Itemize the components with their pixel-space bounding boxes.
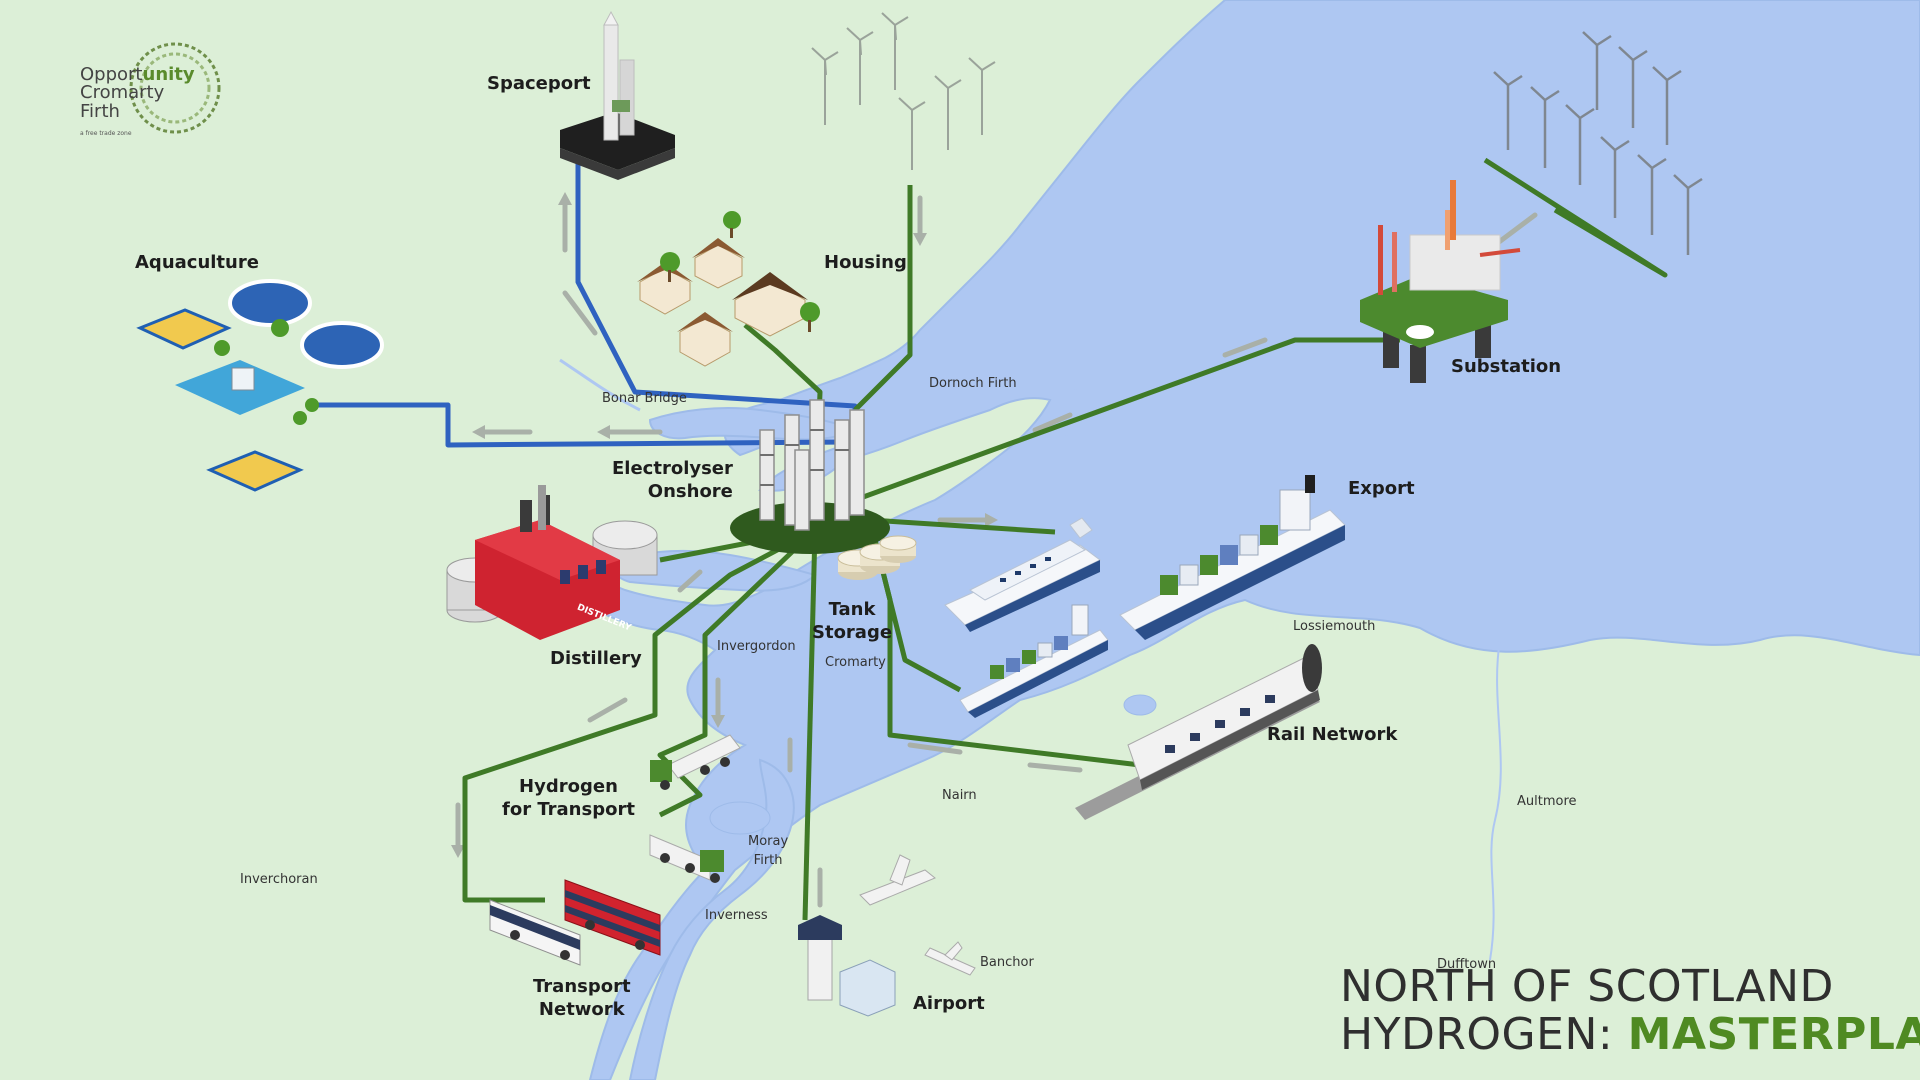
label-airport: Airport (913, 993, 985, 1014)
label-tank-storage: Tank Storage (812, 599, 893, 644)
logo-emblem (129, 42, 221, 134)
spaceport-icon (560, 10, 675, 180)
label-electrolyser: Electrolyser Onshore (612, 458, 733, 503)
page-title: NORTH OF SCOTLAND HYDROGEN: MASTERPLAN (1340, 961, 1920, 1061)
airport-icon (798, 854, 976, 1017)
dornoch-firth-inlet (648, 407, 858, 441)
label-export: Export (1348, 478, 1415, 499)
place-nairn: Nairn (942, 788, 977, 803)
place-dufftown: Dufftown (1437, 957, 1497, 972)
wind-turbines-onshore (811, 12, 996, 170)
loch (1123, 694, 1157, 716)
logo-line-2: Cromarty (80, 82, 165, 104)
label-housing: Housing (824, 252, 907, 273)
place-cromarty: Cromarty (825, 655, 886, 670)
train-icon (1075, 644, 1322, 820)
label-aquaculture: Aquaculture (135, 252, 259, 273)
place-banchor: Banchor (980, 955, 1034, 970)
cargo-ship-large-icon (1119, 475, 1346, 640)
logo-line-3: Firth (80, 100, 120, 122)
place-bonar-bridge: Bonar Bridge (602, 391, 687, 406)
place-aultmore: Aultmore (1517, 794, 1577, 809)
title-line-2: HYDROGEN: MASTERPLAN (1340, 1009, 1920, 1061)
place-moray-firth: Moray Firth (748, 834, 789, 868)
bus-icon (489, 879, 661, 966)
river (1059, 349, 1078, 461)
place-dornoch-firth: Dornoch Firth (929, 376, 1017, 391)
place-lossiemouth: Lossiemouth (1293, 619, 1376, 634)
flow-arrows (451, 192, 1538, 908)
wind-turbines-offshore (1493, 31, 1703, 255)
label-hydrogen-for-transport: Hydrogen for Transport (502, 776, 635, 821)
tank-storage-icon (837, 535, 917, 580)
label-rail-network: Rail Network (1267, 724, 1398, 745)
label-distillery: Distillery (550, 648, 642, 669)
title-line-1: NORTH OF SCOTLAND (1340, 961, 1834, 1012)
housing-icon (637, 211, 820, 367)
logo-tagline: a free trade zone (80, 130, 132, 137)
place-inverchoran: Inverchoran (240, 872, 318, 887)
cargo-ship-small-icon (959, 604, 1109, 718)
brand-logo: Opportunity Cromarty Firth (80, 64, 195, 122)
place-inverness: Inverness (705, 908, 768, 923)
river (1489, 639, 1502, 961)
label-substation: Substation (1451, 356, 1562, 377)
label-transport-network: Transport Network (533, 976, 631, 1021)
label-spaceport: Spaceport (487, 73, 591, 94)
aquaculture-icon (136, 279, 384, 492)
hydrogen-network (462, 157, 1668, 921)
distillery-icon (446, 485, 658, 640)
substation-icon (1360, 180, 1521, 383)
loch (709, 801, 771, 835)
moray-firth-arm (628, 758, 795, 1080)
cruise-ship-icon (944, 517, 1101, 632)
fuel-truck-icon (649, 734, 741, 883)
place-invergordon: Invergordon (717, 639, 796, 654)
logo-line-1: Opportunity (80, 64, 195, 85)
electrolyser-icon (730, 399, 890, 554)
river (559, 358, 641, 412)
